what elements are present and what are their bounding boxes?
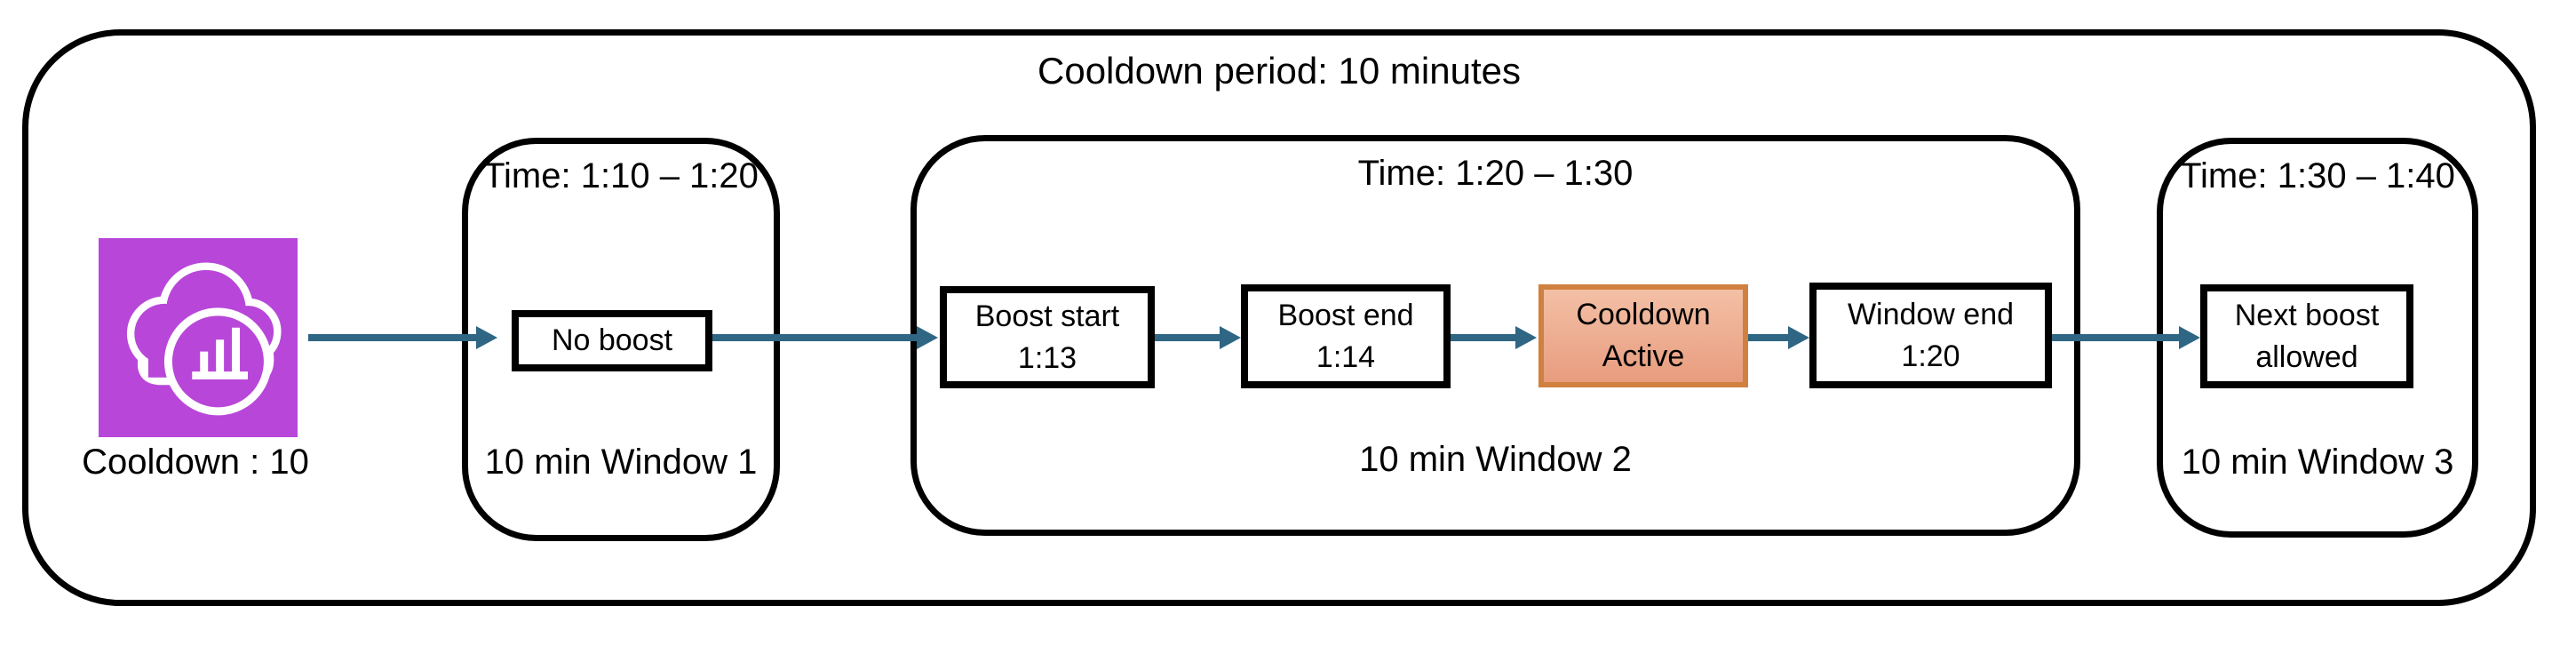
window-3-label: 10 min Window 3 [2181,443,2454,482]
window-1-label: 10 min Window 1 [484,443,758,482]
window-1-time: Time: 1:10 – 1:20 [483,156,759,195]
cloudwatch-metrics-icon [99,238,298,437]
step-line: Cooldown [1576,298,1711,331]
cloudwatch-metrics-icon [96,238,300,437]
step-line: Boost end [1277,298,1414,332]
flow-arrow [712,326,938,349]
step-boost-start: Boost start 1:13 [940,286,1155,388]
flow-arrow [1155,326,1241,349]
step-line: Active [1602,339,1685,373]
step-line: 1:13 [1017,340,1077,375]
arrow-head-icon [1515,326,1537,349]
arrow-head-icon [1220,326,1241,349]
step-line: allowed [2255,339,2358,374]
window-2-time: Time: 1:20 – 1:30 [1357,154,1634,193]
arrow-shaft [308,334,476,341]
diagram-title: Cooldown period: 10 minutes [1038,50,1521,92]
step-line: Next boost [2234,298,2380,332]
arrow-shaft [1155,334,1220,341]
arrow-head-icon [476,326,497,349]
arrow-shaft [712,334,917,341]
step-line: Window end [1847,297,2015,331]
bar-chart-glyph [192,327,248,380]
flow-arrow [308,326,497,349]
step-window-end: Window end 1:20 [1809,283,2052,388]
arrow-shaft [1451,334,1515,341]
step-line: 1:20 [1901,339,1960,373]
arrow-head-icon [917,326,938,349]
step-line: 1:14 [1316,339,1376,374]
arrow-head-icon [2179,326,2200,349]
step-no-boost: No boost [512,310,712,371]
flow-arrow [1451,326,1537,349]
step-next-boost: Next boost allowed [2200,284,2413,388]
source-label: Cooldown : 10 [82,443,309,482]
step-line: Boost start [974,299,1120,333]
arrow-shaft [2052,334,2179,341]
arrow-head-icon [1788,326,1809,349]
flow-arrow [1748,326,1809,349]
step-boost-end: Boost end 1:14 [1241,284,1451,388]
step-cooldown-active: Cooldown Active [1538,284,1748,387]
flow-arrow [2052,326,2200,349]
step-line: No boost [551,323,673,357]
window-3-time: Time: 1:30 – 1:40 [2180,156,2455,195]
arrow-shaft [1748,334,1788,341]
window-2-label: 10 min Window 2 [1359,440,1632,479]
